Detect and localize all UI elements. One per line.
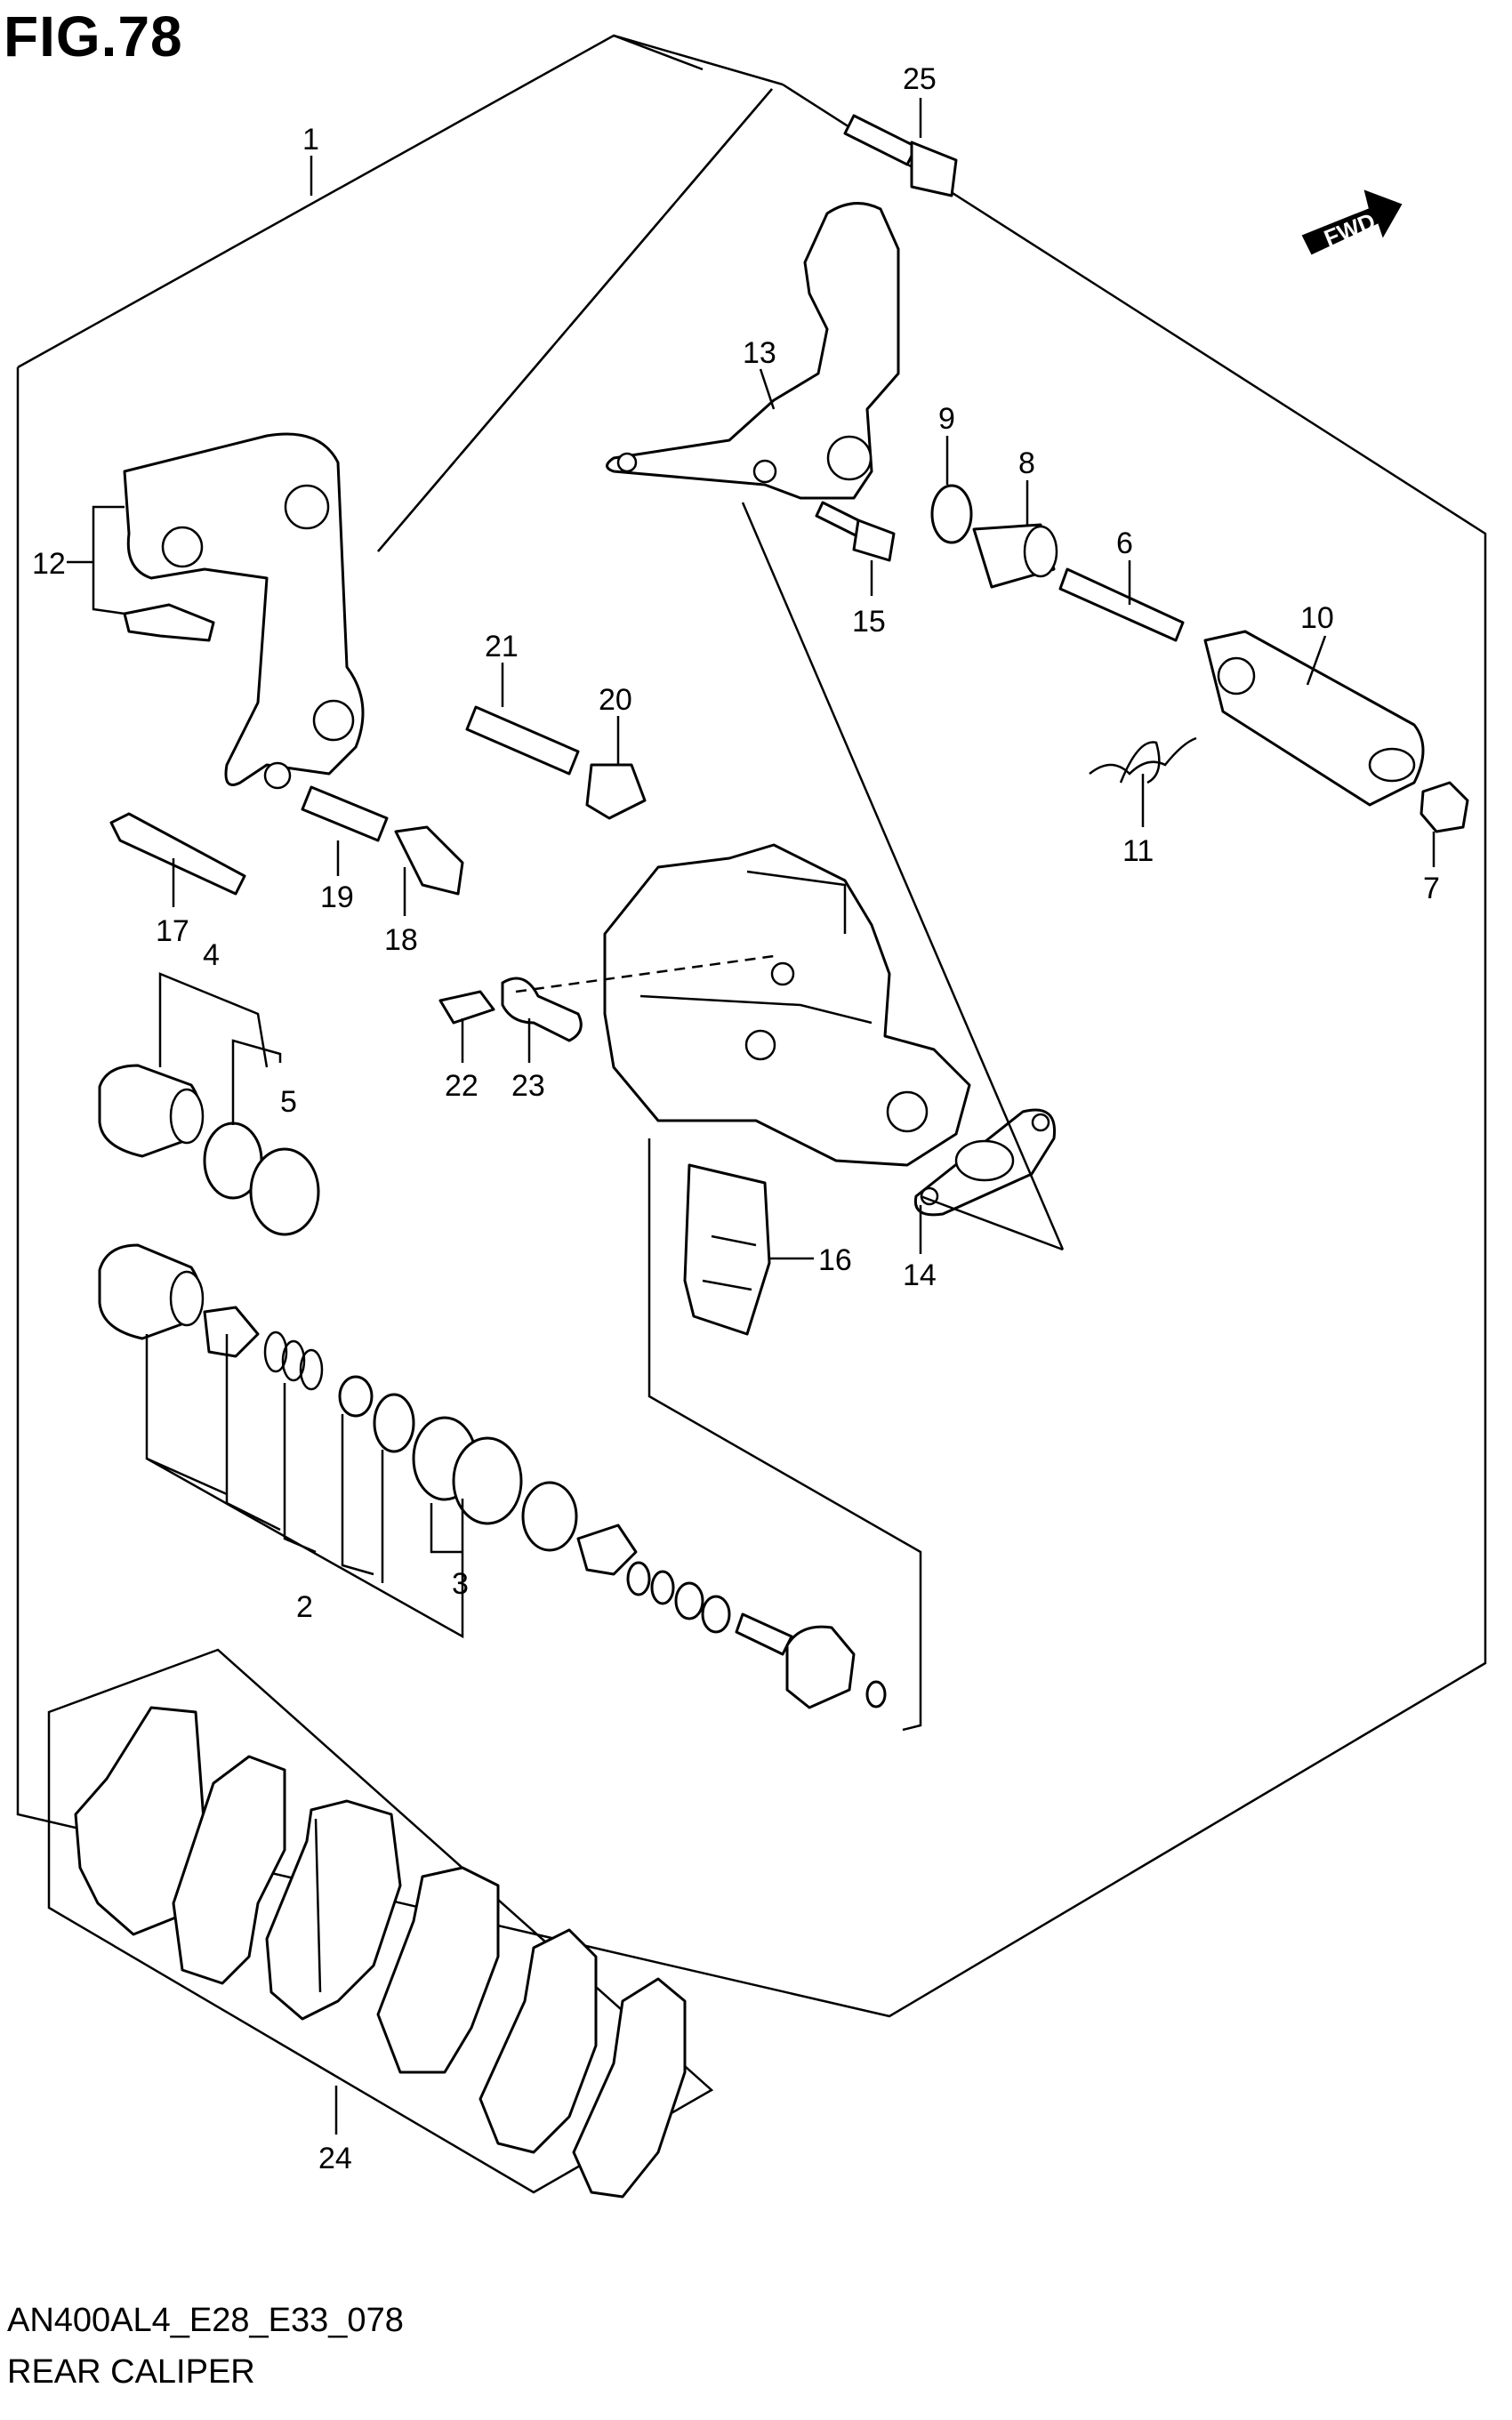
pad-plate-3 xyxy=(479,1928,598,2154)
callout-8: 8 xyxy=(1018,446,1035,480)
piston-2 xyxy=(98,1243,205,1340)
brake-lever xyxy=(606,202,900,500)
o-ring-9 xyxy=(930,484,973,544)
callout-14: 14 xyxy=(903,1258,937,1292)
ring-a xyxy=(626,1561,651,1596)
boot-18 xyxy=(394,825,464,896)
pin-17 xyxy=(109,812,246,896)
bolt-15 xyxy=(815,501,896,562)
callout-23: 23 xyxy=(511,1069,545,1103)
leader-5 xyxy=(231,1039,282,1125)
circlip-2 xyxy=(373,1393,415,1453)
caliper-group-line xyxy=(377,88,773,552)
fwd-label: FWD xyxy=(1320,207,1379,252)
caliper-bracket xyxy=(123,432,365,790)
bracket-lines-2 xyxy=(145,1334,228,1496)
circlip-3 xyxy=(521,1481,578,1552)
bolt-19 xyxy=(301,785,389,842)
figure-code: AN400AL4_E28_E33_078 xyxy=(7,2302,404,2339)
leader-4 xyxy=(158,972,269,1068)
piston-4 xyxy=(98,1064,205,1158)
adjuster-body xyxy=(785,1625,856,1709)
bolt-21 xyxy=(465,705,580,776)
seal-5 xyxy=(249,1147,320,1236)
callout-10: 10 xyxy=(1300,601,1334,635)
spring-2 xyxy=(263,1331,324,1391)
pad-spring-16 xyxy=(683,1163,771,1336)
callout-2: 2 xyxy=(296,1590,313,1624)
caliper-body xyxy=(603,843,971,1167)
assembly-frame xyxy=(17,34,704,369)
ring-b xyxy=(650,1570,675,1605)
leader-3 xyxy=(430,1503,462,1554)
assembly-frame-top xyxy=(613,34,784,86)
nut-7 xyxy=(1420,781,1469,833)
callout-15: 15 xyxy=(852,605,886,639)
callout-12: 12 xyxy=(32,547,66,581)
callout-13: 13 xyxy=(743,336,776,370)
bracket-clip xyxy=(123,603,215,642)
guide-line-c xyxy=(515,954,775,993)
callout-24: 24 xyxy=(318,2142,352,2175)
guide-line-a xyxy=(741,502,1065,1250)
leader-13 xyxy=(759,368,776,410)
leader-12 xyxy=(92,505,125,615)
leader-2b xyxy=(283,1383,317,1554)
figure-title: FIG.78 xyxy=(4,4,183,68)
ring-c xyxy=(674,1581,704,1620)
callout-9: 9 xyxy=(938,402,955,436)
spacer-2 xyxy=(203,1306,260,1358)
seal-3b xyxy=(452,1436,523,1525)
adjuster-bolt xyxy=(735,1612,793,1656)
callout-18: 18 xyxy=(384,923,418,957)
figure-name: REAR CALIPER xyxy=(7,2353,255,2391)
callout-6: 6 xyxy=(1116,527,1133,560)
pad-plate-1 xyxy=(172,1755,286,1985)
bolt-25 xyxy=(843,114,958,197)
callout-7: 7 xyxy=(1423,872,1440,905)
callout-17: 17 xyxy=(156,914,189,948)
pad-with-lining-1 xyxy=(265,1799,402,2021)
caliper-body-frame xyxy=(647,1138,922,1732)
leader-10 xyxy=(1306,635,1327,686)
callout-4: 4 xyxy=(203,938,220,972)
callout-1: 1 xyxy=(302,123,319,157)
assembly-frame-left xyxy=(16,83,1487,2018)
callout-19: 19 xyxy=(320,880,354,914)
adjuster-8 xyxy=(972,523,1058,589)
bleeder-22 xyxy=(438,990,495,1025)
callout-16: 16 xyxy=(818,1243,852,1277)
screw-6 xyxy=(1058,567,1185,642)
callout-20: 20 xyxy=(599,683,632,717)
leader-2a xyxy=(225,1334,281,1532)
pad-plate-2 xyxy=(376,1866,500,2074)
retainer-3 xyxy=(576,1524,638,1576)
spring-11 xyxy=(1089,736,1197,784)
o-ring-small xyxy=(865,1680,887,1708)
callout-22: 22 xyxy=(445,1069,479,1103)
callout-5: 5 xyxy=(280,1085,297,1119)
gasket-14 xyxy=(913,1108,1057,1217)
callout-3: 3 xyxy=(452,1567,469,1601)
washer-2 xyxy=(338,1375,374,1418)
callout-21: 21 xyxy=(485,630,519,663)
forward-arrow-icon: FWD xyxy=(1301,189,1403,255)
pad-shim-inner xyxy=(572,1977,687,2199)
guide-line-b xyxy=(920,1194,1064,1251)
lever-10 xyxy=(1203,630,1425,807)
ring-d xyxy=(701,1595,731,1634)
leader-2e xyxy=(146,1457,464,1639)
callout-25: 25 xyxy=(903,62,937,96)
boot-20 xyxy=(585,763,647,820)
leader-2c xyxy=(341,1414,374,1576)
clamp-23 xyxy=(501,977,583,1042)
callout-11: 11 xyxy=(1122,834,1154,868)
